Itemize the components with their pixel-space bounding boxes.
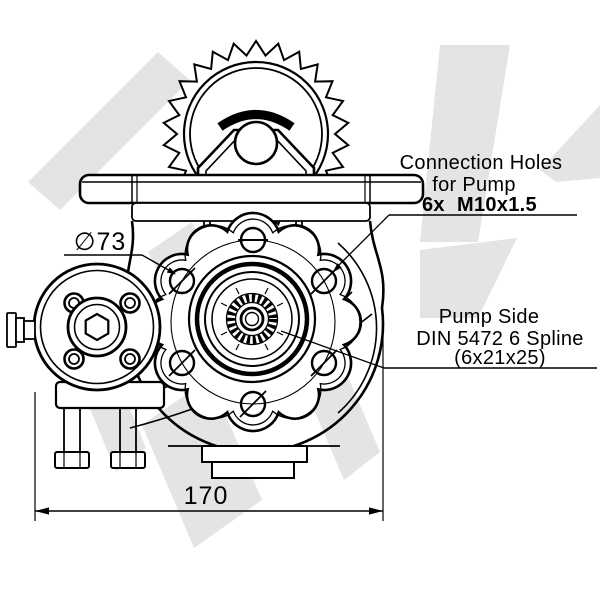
bore-ring bbox=[211, 278, 293, 360]
pump-hole bbox=[310, 349, 338, 377]
foot bbox=[54, 451, 90, 469]
bolt-hole-inner bbox=[68, 353, 80, 365]
bore-ring bbox=[187, 254, 317, 384]
pump-hole bbox=[310, 267, 338, 295]
leader-line bbox=[141, 254, 173, 273]
dimension-diameter-value: ∅73 bbox=[74, 228, 127, 256]
hex-plug bbox=[84, 312, 110, 342]
bolt-hole-inner bbox=[124, 297, 136, 309]
foot bbox=[110, 451, 146, 469]
bolt-hole bbox=[119, 292, 141, 314]
shaft-center-hole-inner bbox=[244, 311, 260, 327]
pump-hole bbox=[168, 267, 196, 295]
spline-inner-edge bbox=[234, 301, 270, 337]
side-flange-inner bbox=[39, 269, 155, 385]
leader-arrow bbox=[166, 267, 176, 275]
watermark-stripe bbox=[420, 45, 510, 242]
dimension-bolt-circle: ∅73 bbox=[64, 228, 176, 275]
shaft-center-hole bbox=[239, 306, 265, 332]
dimension-overall-width: 170 bbox=[34, 336, 384, 521]
spline-outer-edge bbox=[225, 292, 279, 346]
center-boss bbox=[66, 296, 128, 358]
spline-bore bbox=[187, 254, 317, 384]
annotation-connection-holes: Connection Holes for Pump 6x M10x1.5 bbox=[332, 152, 577, 273]
dimension-width-value: 170 bbox=[184, 482, 229, 510]
pump-hole bbox=[168, 349, 196, 377]
annotation-text: Connection Holes bbox=[400, 152, 563, 174]
gear-crown-band bbox=[217, 110, 295, 131]
bore-ring bbox=[204, 271, 300, 367]
leader-line bbox=[280, 330, 385, 369]
pump-hole-mark bbox=[239, 390, 267, 418]
watermark-stripe bbox=[28, 52, 190, 210]
side-flange bbox=[32, 262, 162, 392]
spline-key-ticks bbox=[220, 287, 284, 351]
leader-line bbox=[335, 214, 390, 269]
annotation-spec-thread: M10x1.5 bbox=[457, 194, 537, 216]
pump-connection-holes bbox=[168, 226, 338, 418]
fitting-cap bbox=[6, 312, 17, 348]
pump-hole-mark bbox=[310, 349, 338, 377]
base-block-lower bbox=[211, 461, 295, 479]
pump-hole bbox=[239, 390, 267, 418]
watermark-stripe bbox=[420, 238, 517, 318]
annotation-text: for Pump bbox=[432, 174, 516, 196]
annotation-pump-side: Pump Side DIN 5472 6 Spline (6x21x25) bbox=[280, 306, 597, 369]
bolt-hole bbox=[119, 348, 141, 370]
bore-ring bbox=[194, 261, 310, 377]
bolt-hole-inner bbox=[124, 353, 136, 365]
gear-hub-hole bbox=[233, 120, 279, 166]
grease-fitting bbox=[6, 312, 36, 348]
mounting-legs bbox=[54, 380, 308, 479]
dimension-arrow-right bbox=[369, 507, 383, 515]
mounting-plate bbox=[78, 173, 425, 222]
center-boss-inner bbox=[73, 303, 121, 351]
pump-hole-mark bbox=[168, 349, 196, 377]
pump-flange-inner-contour bbox=[145, 218, 361, 426]
fitting-base bbox=[23, 320, 36, 340]
watermark-stripe bbox=[540, 105, 600, 182]
housing-inner-arc bbox=[337, 242, 378, 414]
leader-arrow bbox=[332, 263, 342, 273]
annotation-text: DIN 5472 6 Spline bbox=[416, 328, 583, 350]
bolt-hole bbox=[63, 348, 85, 370]
spline-teeth-ring bbox=[227, 294, 277, 344]
fitting-mid bbox=[15, 317, 25, 343]
pump-hole-mark bbox=[168, 267, 196, 295]
annotation-spec-qty: 6x bbox=[422, 194, 445, 216]
annotation-text: Pump Side bbox=[439, 306, 540, 328]
annotation-text: (6x21x25) bbox=[454, 347, 546, 369]
dimension-arrow-left bbox=[35, 507, 49, 515]
base-block-upper bbox=[201, 445, 308, 463]
